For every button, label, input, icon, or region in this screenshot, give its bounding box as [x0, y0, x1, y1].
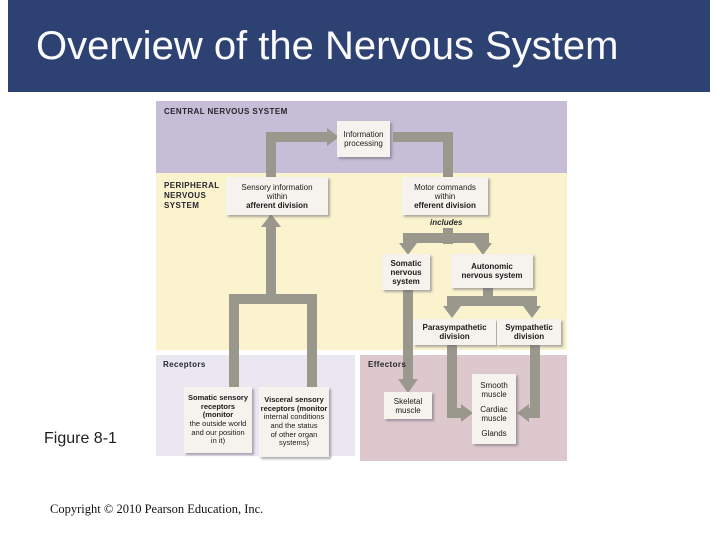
node-line: within: [266, 191, 288, 201]
node-line: within: [434, 191, 456, 201]
connector-receptors-merge-vertical: [266, 227, 276, 304]
node-line: of other organ: [270, 429, 318, 439]
node-line: Parasympathetic: [422, 323, 487, 332]
arrowhead-into-skeletal-muscle: [398, 379, 418, 393]
node-somatic-nervous-system: Somatic nervous system: [382, 254, 430, 290]
connector-sensory-to-cns-vertical: [266, 132, 276, 179]
arrowhead-into-targets-right: [517, 404, 529, 422]
node-line: processing: [344, 139, 383, 148]
pns-label-line: NERVOUS: [164, 191, 207, 200]
pns-label-line: PERIPHERAL: [164, 181, 220, 190]
includes-label: includes: [430, 218, 463, 227]
node-line: receptors (monitor: [260, 403, 328, 413]
node-sensory-afferent: Sensory information within afferent divi…: [226, 177, 328, 215]
arrowhead-into-information-processing: [327, 128, 339, 146]
node-line: and our position: [191, 427, 245, 437]
copyright-text: Copyright © 2010 Pearson Education, Inc.: [50, 502, 264, 516]
title-bar: Overview of the Nervous System: [8, 0, 710, 92]
effector-target: Smooth muscle: [480, 380, 508, 399]
node-skeletal-muscle: Skeletal muscle: [384, 392, 432, 419]
node-line: Motor commands: [414, 182, 476, 192]
connector-parasympathetic-vertical: [447, 343, 457, 418]
node-line: Somatic sensory: [187, 393, 249, 403]
node-somatic-sensory-receptors: Somatic sensory receptors (monitor the o…: [184, 387, 252, 453]
arrowhead-into-sensory-box: [261, 214, 281, 227]
pns-region-label: PERIPHERAL NERVOUS SYSTEM: [164, 181, 220, 211]
arrowhead-into-sympathetic: [523, 306, 541, 318]
node-effector-targets: Smooth muscle Cardiac muscle Glands: [472, 374, 516, 444]
node-line: Skeletal: [393, 396, 423, 406]
effectors-region-label: Effectors: [368, 360, 407, 369]
arrowhead-into-somatic-ns: [399, 243, 417, 255]
arrowhead-into-parasympathetic: [443, 306, 461, 318]
node-line: division: [513, 332, 545, 341]
connector-somatic-to-skeletal: [403, 288, 413, 380]
node-line: Visceral sensory: [264, 395, 324, 405]
node-visceral-sensory-receptors: Visceral sensory receptors (monitor inte…: [259, 387, 329, 457]
node-line: Somatic: [390, 258, 422, 268]
node-line: in it): [210, 436, 226, 446]
receptors-region-label: Receptors: [163, 360, 206, 369]
connector-includes-bar: [403, 233, 489, 243]
arrowhead-into-autonomic-ns: [474, 243, 492, 255]
node-line: Autonomic: [471, 262, 513, 271]
node-line: the outside world: [189, 419, 247, 428]
connector-cns-to-motor-vertical: [443, 132, 453, 179]
node-line: division: [439, 332, 470, 341]
node-line: Sensory information: [241, 182, 313, 192]
connector-somatic-receptor-vertical: [229, 294, 239, 388]
node-parasympathetic-division: Parasympathetic division: [413, 319, 496, 345]
node-line: Information: [343, 130, 384, 139]
node-line: and the status: [270, 421, 318, 430]
nervous-system-diagram: CENTRAL NERVOUS SYSTEM PERIPHERAL NERVOU…: [156, 101, 567, 461]
connector-parasympathetic-elbow: [447, 408, 461, 418]
node-motor-efferent: Motor commands within efferent division: [402, 177, 488, 215]
connector-sympathetic-elbow: [528, 408, 540, 418]
node-line: systems): [279, 438, 309, 448]
connector-sympathetic-vertical: [530, 343, 540, 418]
node-line: nervous system: [461, 271, 523, 280]
connector-receptors-merge-bar: [229, 294, 317, 304]
node-line: muscle: [395, 405, 421, 415]
node-line: internal conditions: [263, 412, 325, 422]
node-line: afferent division: [246, 200, 308, 210]
effector-target: Cardiac muscle: [480, 404, 508, 423]
node-sympathetic-division: Sympathetic division: [497, 319, 561, 345]
connector-visceral-receptor-vertical: [307, 294, 317, 388]
effector-target: Glands: [481, 428, 507, 438]
pns-label-line: SYSTEM: [164, 201, 200, 210]
node-line: nervous: [390, 267, 422, 277]
node-line: Sympathetic: [505, 323, 553, 332]
connector-autonomic-stub: [483, 287, 493, 298]
node-information-processing: Information processing: [337, 121, 390, 157]
node-line: receptors (monitor: [200, 401, 236, 420]
slide-title: Overview of the Nervous System: [36, 23, 619, 68]
node-autonomic-nervous-system: Autonomic nervous system: [451, 254, 533, 288]
figure-label: Figure 8-1: [44, 430, 117, 447]
node-line: system: [392, 276, 420, 286]
connector-sensory-to-cns-horizontal: [266, 132, 328, 142]
cns-region-label: CENTRAL NERVOUS SYSTEM: [164, 107, 288, 116]
connector-autonomic-bar: [447, 296, 537, 306]
node-line: efferent division: [414, 200, 476, 210]
arrowhead-into-targets-left: [461, 404, 473, 422]
connector-cns-to-motor-horizontal: [393, 132, 453, 142]
